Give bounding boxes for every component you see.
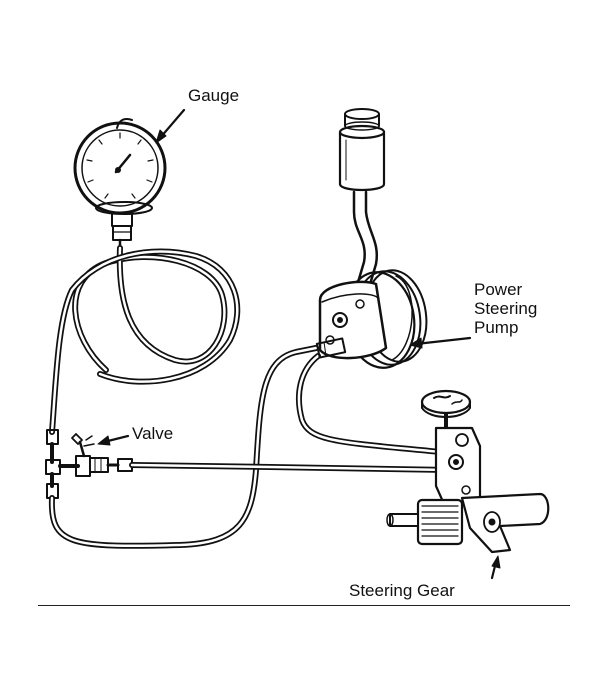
pump-gear-line	[296, 353, 443, 455]
pump-label-line-1: Power	[474, 280, 523, 299]
power-steering-pump	[315, 269, 428, 369]
pressure-gauge	[73, 118, 167, 250]
coiled-hose	[49, 245, 241, 435]
valve-arrow	[97, 434, 130, 446]
gear-arrow	[490, 555, 501, 580]
gauge-label: Gauge	[188, 86, 240, 105]
pump-label-line-3: Pump	[474, 318, 519, 337]
valve-label: Valve	[132, 424, 174, 443]
leader-arrows	[97, 108, 501, 580]
pump-arrow	[409, 336, 472, 349]
reservoir	[338, 108, 386, 300]
return-hose	[48, 345, 319, 549]
gauge-arrow	[155, 108, 186, 144]
steering-gear	[386, 389, 550, 554]
valve-assembly	[45, 429, 133, 499]
bottom-rule	[38, 605, 570, 606]
pump-label-line-2: Steering	[474, 299, 538, 318]
pump-label: Power Steering Pump	[474, 280, 537, 337]
steering-gear-label: Steering Gear	[349, 581, 455, 600]
pressure-line	[129, 462, 453, 473]
